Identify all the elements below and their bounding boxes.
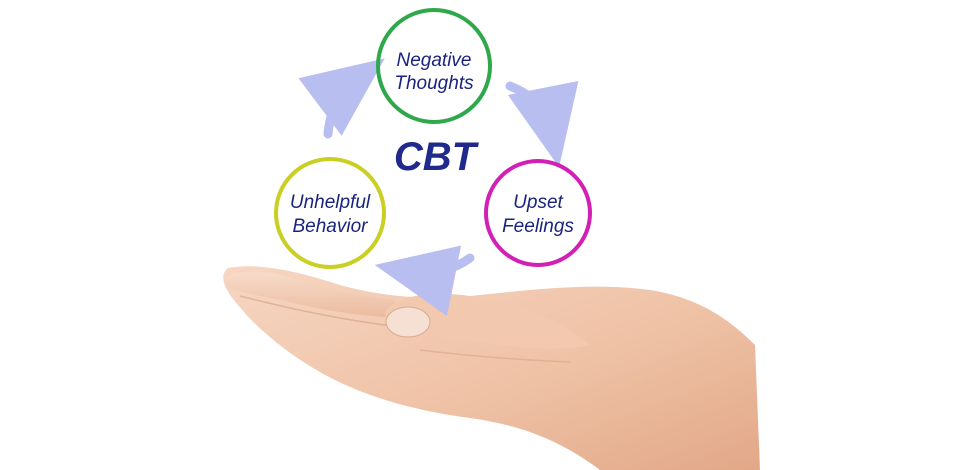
node-label-line1: Unhelpful bbox=[290, 192, 371, 213]
node-label-line2: Behavior bbox=[293, 216, 369, 237]
node-label-line1: Upset bbox=[513, 192, 563, 213]
arrow-behavior-to-thoughts bbox=[298, 58, 385, 139]
node-ring bbox=[376, 8, 492, 124]
palm-shape bbox=[223, 266, 761, 470]
node-ring bbox=[274, 157, 386, 269]
cycle-arrows bbox=[298, 58, 579, 317]
node-negative-thoughts: Negative Thoughts bbox=[376, 8, 492, 124]
center-label: CBT bbox=[394, 135, 480, 179]
fingers-shape bbox=[224, 271, 400, 318]
node-unhelpful-behavior: Unhelpful Behavior bbox=[274, 157, 386, 269]
node-label-line1: Negative bbox=[397, 50, 472, 71]
finger-crease bbox=[239, 295, 393, 327]
hand-illustration bbox=[223, 266, 761, 470]
node-label-line2: Thoughts bbox=[394, 73, 474, 94]
arrow-thoughts-to-feelings bbox=[505, 80, 579, 168]
node-label-line2: Feelings bbox=[502, 216, 574, 237]
node-ring bbox=[484, 159, 592, 267]
thumbnail bbox=[385, 306, 431, 338]
palm-crease bbox=[419, 349, 571, 363]
arrow-feelings-to-behavior bbox=[374, 245, 475, 317]
node-upset-feelings: Upset Feelings bbox=[484, 159, 592, 267]
